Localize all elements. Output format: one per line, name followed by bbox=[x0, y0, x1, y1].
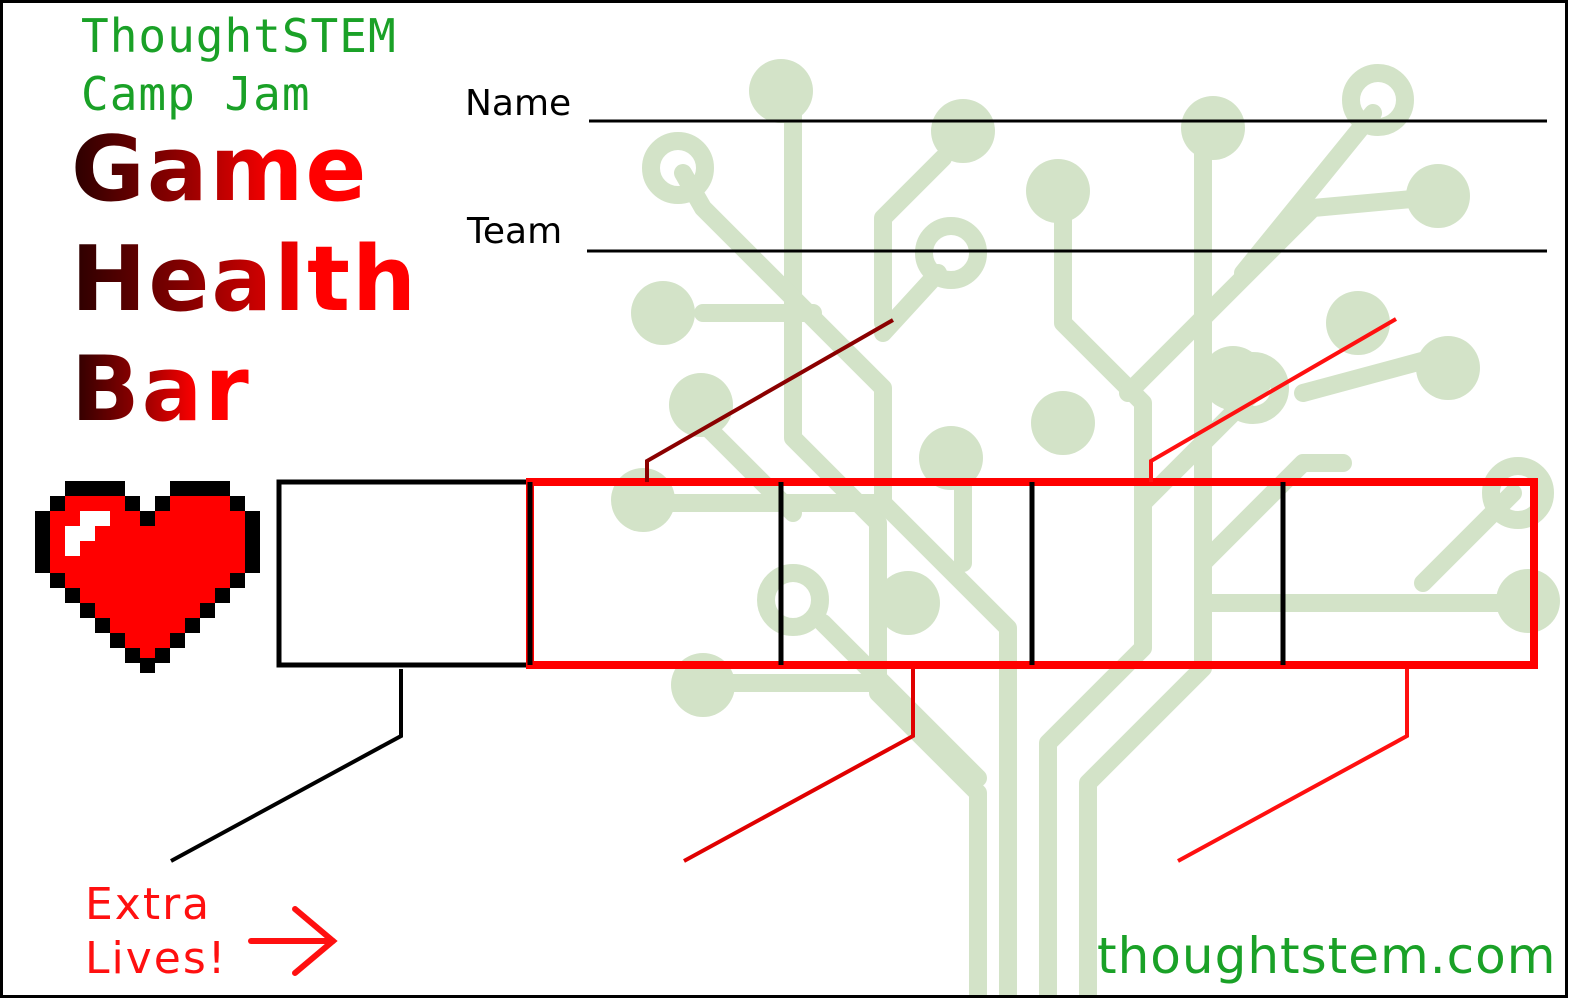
health-bar bbox=[276, 478, 1538, 669]
writein-line-5 bbox=[1177, 669, 1409, 863]
health-box-1 bbox=[276, 479, 533, 668]
name-label: Name bbox=[465, 83, 572, 124]
arrow-right-icon bbox=[248, 906, 338, 976]
brand-name: ThoughtSTEM bbox=[81, 9, 397, 63]
extra-lives-label-1: Extra bbox=[85, 879, 212, 930]
writein-line-1 bbox=[170, 669, 403, 863]
pixel-heart-icon bbox=[35, 481, 260, 673]
team-label: Team bbox=[467, 211, 563, 252]
writein-line-4 bbox=[1149, 317, 1398, 482]
writein-line-2 bbox=[645, 318, 894, 482]
website-url: thoughtstem.com bbox=[1097, 927, 1557, 985]
card-artwork bbox=[35, 59, 1560, 995]
extra-lives-label-2: Lives! bbox=[85, 933, 228, 984]
title-health: Health bbox=[71, 227, 419, 332]
title-bar: Bar bbox=[71, 337, 251, 442]
writein-line-3 bbox=[683, 669, 915, 863]
circuit-tree-icon bbox=[634, 64, 1537, 995]
title-game: Game bbox=[71, 117, 369, 222]
circuit-node-dots bbox=[611, 59, 1560, 717]
circuit-ring-nodes bbox=[642, 64, 1554, 636]
brand-event: Camp Jam bbox=[81, 67, 311, 121]
